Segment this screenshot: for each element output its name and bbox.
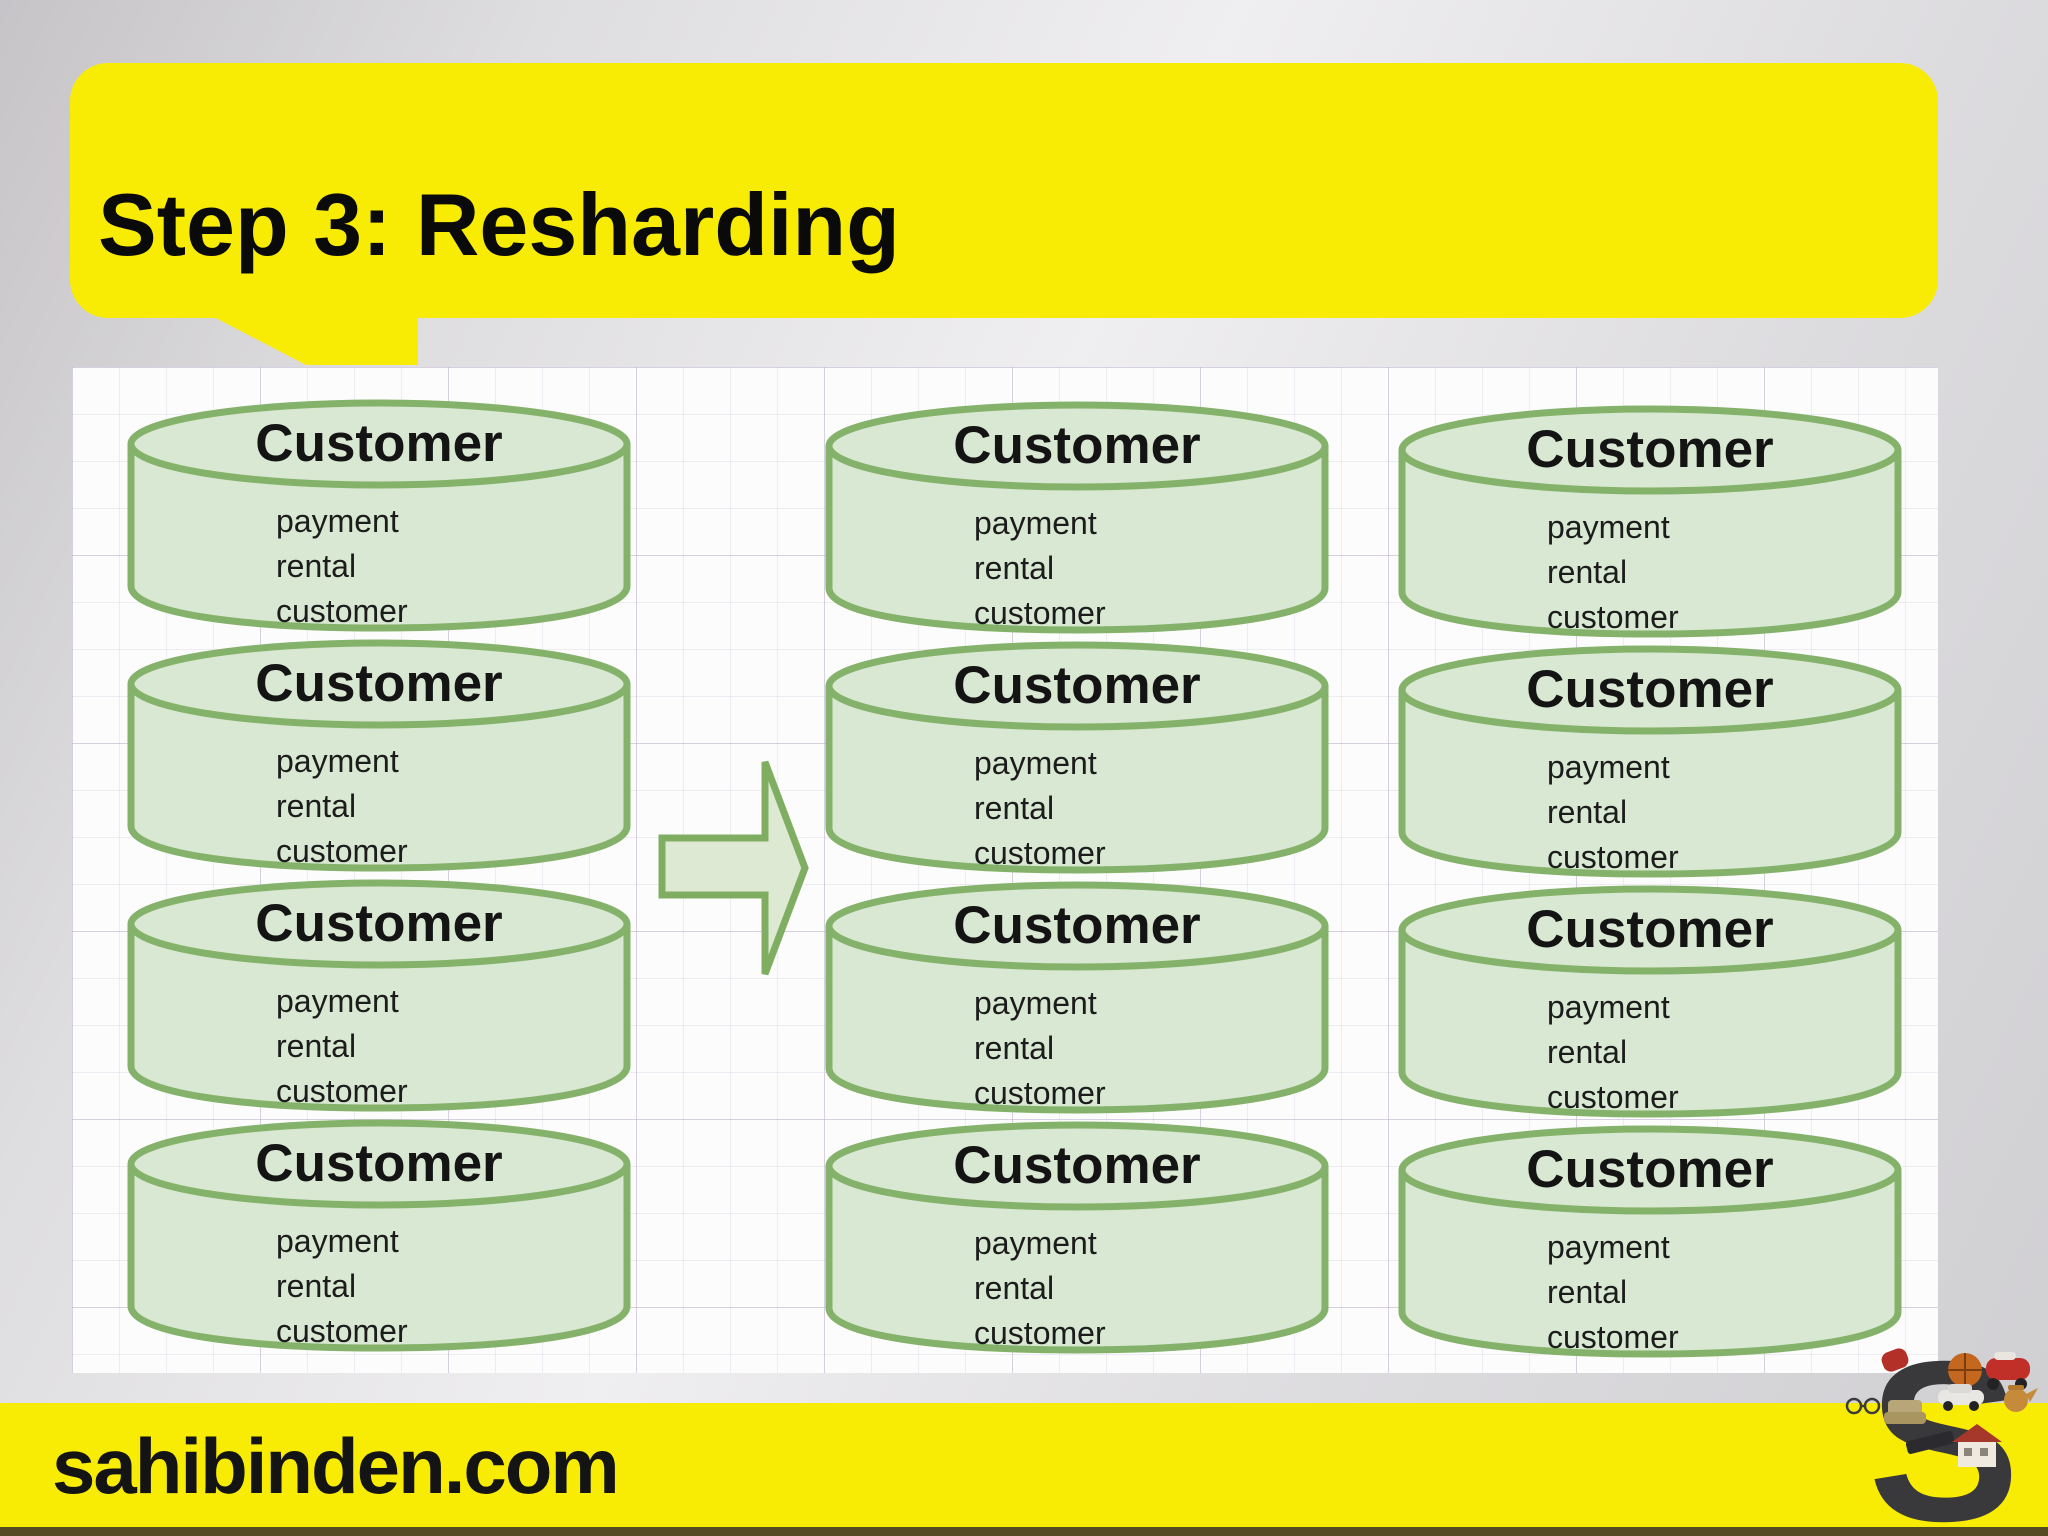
db-item: rental (276, 548, 356, 584)
db-cylinder: Customer payment rental customer (1395, 883, 1905, 1121)
db-title: Customer (953, 1136, 1200, 1195)
db-title: Customer (953, 896, 1200, 955)
db-item: payment (276, 503, 399, 539)
db-item: customer (974, 595, 1106, 631)
teapot-icon (2004, 1385, 2038, 1412)
db-item: customer (974, 1075, 1106, 1111)
db-item: payment (974, 985, 1097, 1021)
db-title: Customer (1526, 420, 1773, 479)
db-item: customer (276, 1313, 408, 1349)
db-item: rental (1547, 1274, 1627, 1310)
db-item: rental (276, 1028, 356, 1064)
db-item: payment (974, 745, 1097, 781)
db-item: rental (974, 550, 1054, 586)
db-cylinder: Customer payment rental customer (1395, 1123, 1905, 1361)
db-title: Customer (1526, 900, 1773, 959)
title-bubble: Step 3: Resharding (70, 63, 1938, 365)
db-item: rental (276, 788, 356, 824)
db-title: Customer (953, 656, 1200, 715)
db-title: Customer (1526, 660, 1773, 719)
db-item: payment (1547, 1229, 1670, 1265)
db-title: Customer (255, 414, 502, 473)
eyeglasses-icon (1845, 1397, 1881, 1415)
brand-text: sahibinden.com (52, 1422, 620, 1510)
db-cylinder: Customer payment rental customer (822, 399, 1332, 637)
db-item: customer (1547, 1319, 1679, 1355)
db-cylinder: Customer payment rental customer (822, 1119, 1332, 1357)
db-title: Customer (1526, 1140, 1773, 1199)
db-title: Customer (255, 654, 502, 713)
db-item: rental (974, 1030, 1054, 1066)
db-item: customer (276, 1073, 408, 1109)
db-item: rental (276, 1268, 356, 1304)
db-item: payment (1547, 509, 1670, 545)
db-item: rental (974, 1270, 1054, 1306)
db-cylinder: Customer payment rental customer (124, 1117, 634, 1355)
db-cylinder: Customer payment rental customer (822, 639, 1332, 877)
db-item: customer (1547, 1079, 1679, 1115)
db-item: customer (1547, 839, 1679, 875)
db-item: rental (1547, 1034, 1627, 1070)
house-icon (1952, 1424, 2002, 1467)
db-cylinder: Customer payment rental customer (124, 877, 634, 1115)
db-item: customer (974, 1315, 1106, 1351)
slide-title: Step 3: Resharding (98, 175, 900, 274)
footer-bar: sahibinden.com (0, 1403, 2048, 1536)
db-item: payment (974, 505, 1097, 541)
car-icon (1938, 1384, 1984, 1411)
db-item: customer (974, 835, 1106, 871)
basketball-icon (1948, 1353, 1982, 1387)
db-cylinder: Customer payment rental customer (124, 397, 634, 635)
db-item: payment (276, 983, 399, 1019)
db-title: Customer (255, 1134, 502, 1193)
db-item: customer (276, 833, 408, 869)
db-item: payment (1547, 989, 1670, 1025)
db-cylinder: Customer payment rental customer (1395, 643, 1905, 881)
tablet-icon (1905, 1431, 1955, 1454)
db-item: rental (1547, 554, 1627, 590)
armchair-icon (1884, 1400, 1926, 1424)
db-title: Customer (255, 894, 502, 953)
db-cylinder: Customer payment rental customer (124, 637, 634, 875)
title-bubble-tail (210, 315, 418, 365)
db-item: rental (974, 790, 1054, 826)
db-item: payment (276, 1223, 399, 1259)
sahibinden-logo: S (1845, 1342, 2038, 1536)
db-cylinder: Customer payment rental customer (1395, 403, 1905, 641)
db-item: customer (1547, 599, 1679, 635)
bottom-edge-strip (0, 1527, 2048, 1536)
reshard-arrow-icon (658, 760, 809, 976)
db-item: rental (1547, 794, 1627, 830)
db-cylinder: Customer payment rental customer (822, 879, 1332, 1117)
diagram-panel: Customer payment rental customer Custome… (72, 367, 1938, 1373)
db-item: customer (276, 593, 408, 629)
db-item: payment (276, 743, 399, 779)
db-item: payment (974, 1225, 1097, 1261)
db-item: payment (1547, 749, 1670, 785)
db-title: Customer (953, 416, 1200, 475)
red-boxing-glove-icon (1881, 1348, 1909, 1372)
